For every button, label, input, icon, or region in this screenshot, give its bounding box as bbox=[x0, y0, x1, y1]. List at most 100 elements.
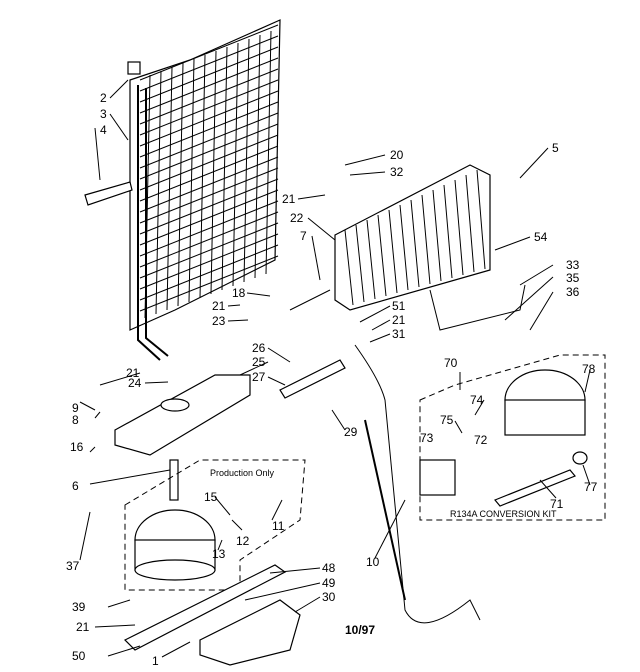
condenser-coil bbox=[127, 19, 281, 361]
callout-3: 3 bbox=[100, 107, 107, 121]
condenser-tube bbox=[139, 79, 279, 136]
callout-29: 29 bbox=[344, 425, 358, 439]
callout-21d: 21 bbox=[126, 366, 140, 380]
callout-23: 23 bbox=[212, 314, 226, 328]
evaporator-fin bbox=[410, 199, 420, 288]
evaporator-fin bbox=[399, 204, 409, 291]
condenser-tube bbox=[139, 35, 279, 92]
condenser-tube bbox=[139, 255, 279, 312]
production-only-note: Production Only bbox=[210, 468, 275, 478]
callout-31: 31 bbox=[392, 327, 406, 341]
date-code: 10/97 bbox=[345, 623, 375, 637]
callout-25: 25 bbox=[252, 355, 266, 369]
callout-39: 39 bbox=[72, 600, 86, 614]
callout-37: 37 bbox=[66, 559, 80, 573]
callout-22: 22 bbox=[290, 211, 304, 225]
condenser-tube bbox=[139, 46, 279, 103]
callout-26: 26 bbox=[252, 341, 266, 355]
callout-20: 20 bbox=[390, 148, 404, 162]
callout-75: 75 bbox=[440, 413, 454, 427]
condenser-tube bbox=[139, 145, 279, 202]
callout-5: 5 bbox=[552, 141, 559, 155]
evaporator-fin bbox=[454, 179, 464, 276]
callout-35: 35 bbox=[566, 271, 580, 285]
callout-74: 74 bbox=[470, 393, 484, 407]
condenser-tube bbox=[139, 68, 279, 125]
callout-21e: 21 bbox=[76, 620, 90, 634]
condenser-tube bbox=[139, 222, 279, 279]
condenser-tube bbox=[139, 90, 279, 147]
callout-21: 21 bbox=[282, 192, 296, 206]
condenser-tube bbox=[139, 112, 279, 169]
callout-49: 49 bbox=[322, 576, 336, 590]
condenser-tube bbox=[139, 57, 279, 114]
condenser-wire bbox=[166, 66, 173, 311]
callout-73: 73 bbox=[420, 431, 434, 445]
evaporator-fin bbox=[344, 229, 354, 306]
callout-54: 54 bbox=[534, 230, 548, 244]
condenser-wire bbox=[232, 42, 239, 287]
condenser-tube bbox=[139, 123, 279, 180]
callout-10: 10 bbox=[366, 555, 380, 569]
callout-24: 24 bbox=[128, 376, 142, 390]
callout-1: 1 bbox=[152, 654, 159, 668]
condenser-tube bbox=[139, 156, 279, 213]
evaporator-fin bbox=[432, 189, 442, 282]
evaporator-fin bbox=[355, 224, 365, 303]
base-rail bbox=[123, 564, 301, 666]
condenser-wire bbox=[221, 46, 228, 291]
callout-8: 8 bbox=[72, 413, 79, 427]
callout-70: 70 bbox=[444, 356, 458, 370]
callout-78: 78 bbox=[582, 362, 596, 376]
evaporator-fin bbox=[366, 219, 376, 300]
defrost-tube bbox=[279, 359, 346, 399]
condenser-tube bbox=[139, 167, 279, 224]
evaporator-fin bbox=[443, 184, 453, 279]
bracket-part bbox=[84, 181, 133, 206]
callout-7: 7 bbox=[300, 229, 307, 243]
callout-27: 27 bbox=[252, 370, 266, 384]
evaporator-fin bbox=[421, 194, 431, 285]
callout-48: 48 bbox=[322, 561, 336, 575]
evaporator-fin bbox=[377, 214, 387, 297]
callout-6: 6 bbox=[72, 479, 79, 493]
callout-11: 11 bbox=[272, 519, 285, 533]
condenser-tube bbox=[139, 200, 279, 257]
callout-72: 72 bbox=[474, 433, 488, 447]
callout-9: 9 bbox=[72, 401, 79, 415]
evaporator-fin bbox=[465, 174, 475, 273]
condenser-tube bbox=[139, 211, 279, 268]
condenser-tube bbox=[139, 233, 279, 290]
callout-2: 2 bbox=[100, 91, 107, 105]
callout-21c: 21 bbox=[392, 313, 406, 327]
callout-32: 32 bbox=[390, 165, 404, 179]
conversion-kit bbox=[419, 354, 606, 521]
callout-51: 51 bbox=[392, 299, 406, 313]
condenser-tube bbox=[139, 101, 279, 158]
callout-15: 15 bbox=[204, 490, 218, 504]
kit-label: R134A CONVERSION KIT bbox=[450, 509, 557, 519]
condenser-tube bbox=[139, 134, 279, 191]
callout-12: 12 bbox=[236, 534, 250, 548]
evaporator-fin bbox=[476, 169, 486, 270]
callout-labels: 2 3 4 5 20 32 21 22 7 54 18 21 23 51 21 … bbox=[66, 91, 598, 668]
condenser-tube bbox=[139, 189, 279, 246]
evaporator-coil bbox=[334, 164, 491, 311]
callout-50: 50 bbox=[72, 649, 86, 663]
production-only-box bbox=[124, 459, 306, 591]
mounting-clip bbox=[127, 61, 141, 75]
condenser-tube bbox=[139, 24, 279, 81]
drain-pan bbox=[114, 374, 251, 456]
evaporator-fin bbox=[388, 209, 398, 294]
condenser-wire bbox=[254, 34, 261, 279]
leader-lines bbox=[79, 79, 591, 658]
callout-4: 4 bbox=[100, 123, 107, 137]
callout-18: 18 bbox=[232, 286, 246, 300]
callout-30: 30 bbox=[322, 590, 336, 604]
condenser-wire bbox=[210, 50, 217, 295]
callout-77: 77 bbox=[584, 480, 598, 494]
callout-36: 36 bbox=[566, 285, 580, 299]
condenser-tube bbox=[139, 178, 279, 235]
callout-71: 71 bbox=[550, 497, 564, 511]
